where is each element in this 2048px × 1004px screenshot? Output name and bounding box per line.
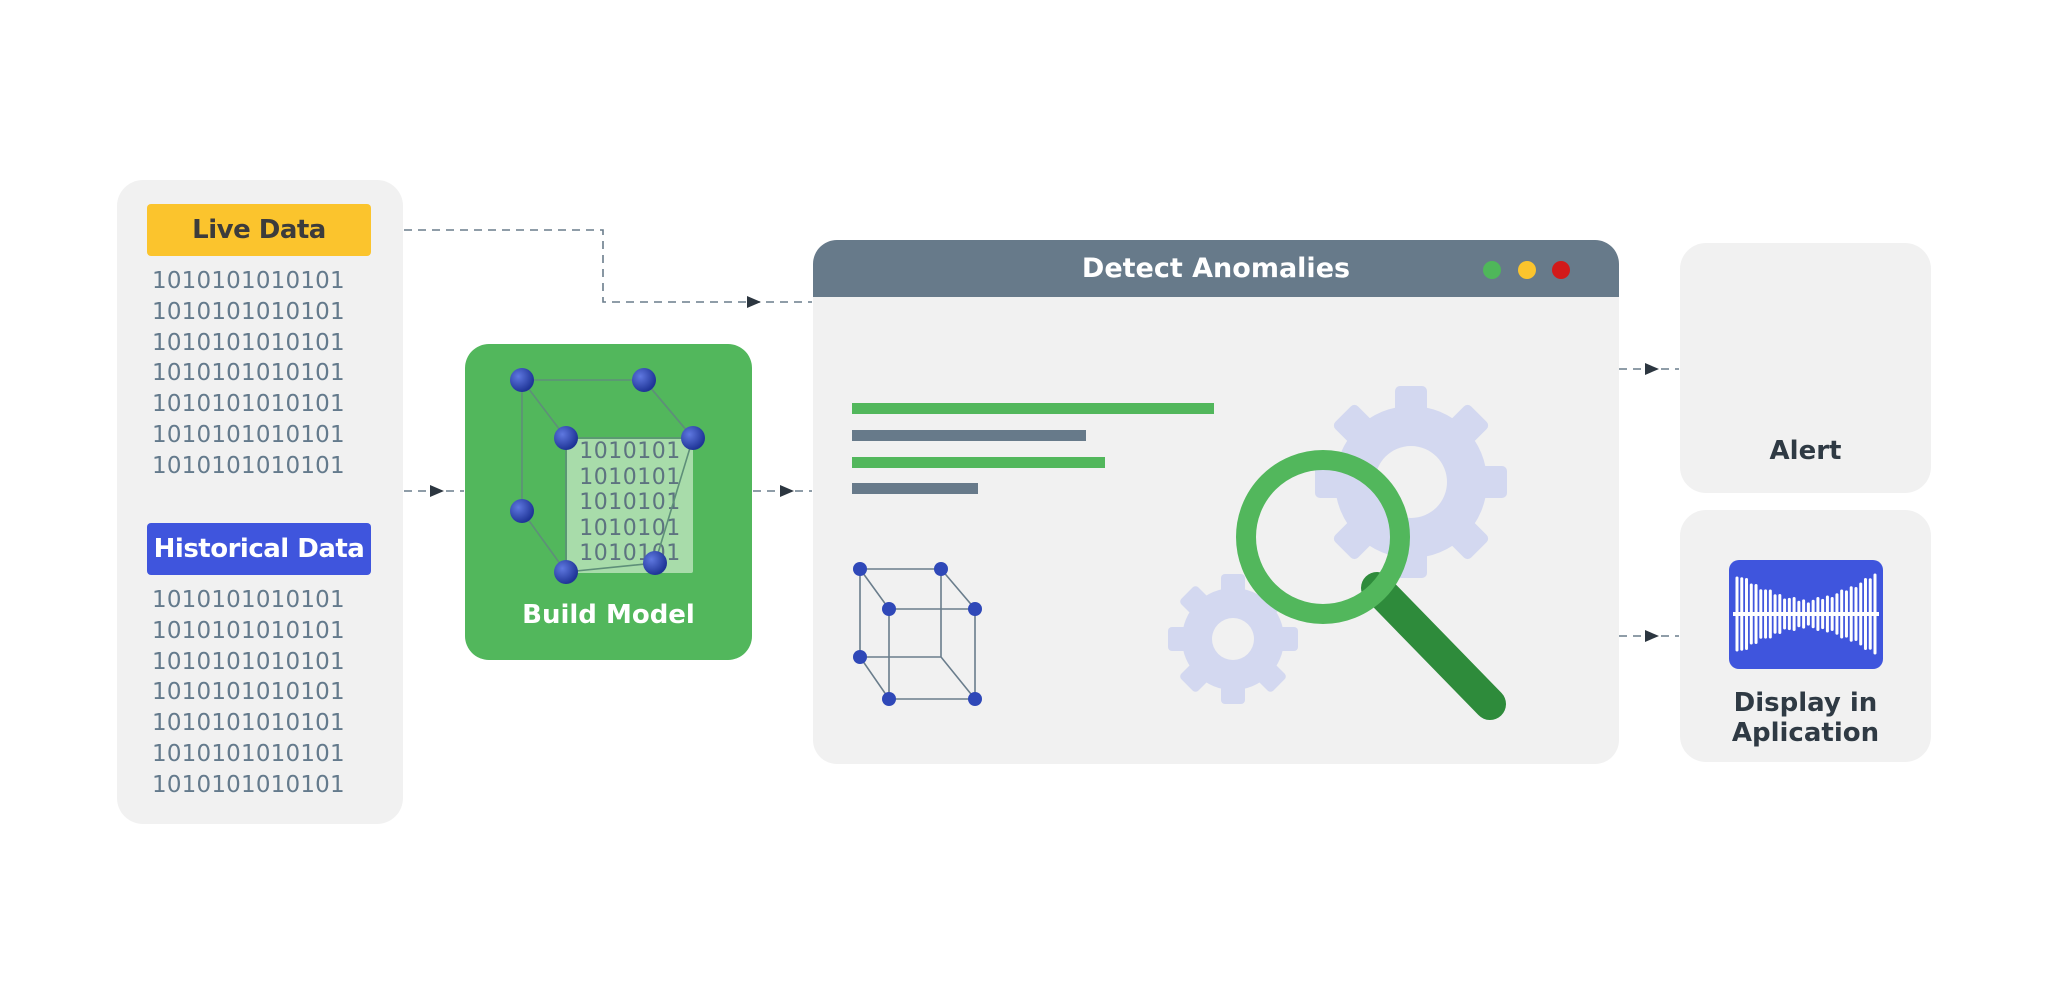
magnifier-icon	[1236, 450, 1506, 720]
arrow-right-icon	[747, 296, 761, 308]
matrix-row: 1010101	[579, 439, 681, 464]
report-bar	[852, 483, 978, 494]
binary-row: 1010101010101	[152, 679, 345, 706]
arrow-right-icon	[1645, 363, 1659, 375]
window-dot-red	[1552, 261, 1570, 279]
report-bar	[852, 403, 1214, 414]
matrix-row: 1010101	[579, 464, 681, 490]
window-dot-yellow	[1518, 261, 1536, 279]
binary-row: 1010101010101	[152, 391, 345, 418]
historical-binary-stream: 1010101010101 1010101010101 101010101010…	[152, 585, 382, 801]
binary-row: 1010101010101	[152, 771, 345, 798]
model-matrix: 1010101 1010101 1010101 1010101 1010101	[567, 439, 693, 573]
report-bar	[852, 430, 1086, 441]
binary-row: 1010101010101	[152, 710, 345, 737]
build-model-label: Build Model	[522, 600, 695, 630]
live-to-detect-connector	[404, 229, 812, 303]
display-label-line1: Display in	[1733, 688, 1878, 718]
binary-row: 1010101010101	[152, 298, 345, 325]
waveform-graphic	[1733, 573, 1879, 655]
audio-waveform-icon	[1729, 560, 1883, 669]
gear-icon	[1168, 574, 1298, 704]
binary-row: 1010101010101	[152, 268, 345, 294]
binary-row: 1010101010101	[152, 587, 345, 613]
gear-icon	[1315, 386, 1507, 578]
binary-row: 1010101010101	[152, 452, 345, 479]
report-bar	[852, 457, 1105, 468]
alert-label: Alert	[1769, 436, 1842, 466]
binary-row: 1010101010101	[152, 648, 345, 675]
matrix-row: 1010101	[579, 490, 681, 515]
cube-nodes	[853, 562, 982, 706]
display-label-line2: Aplication	[1731, 718, 1880, 748]
arrow-right-icon	[1645, 630, 1659, 642]
binary-row: 1010101010101	[152, 617, 345, 644]
binary-row: 1010101010101	[152, 740, 345, 767]
live-data-label: Live Data	[147, 204, 371, 256]
binary-row: 1010101010101	[152, 360, 345, 387]
live-binary-stream: 1010101010101 1010101010101 101010101010…	[152, 266, 382, 482]
cube-network-icon	[858, 568, 977, 700]
binary-row: 1010101010101	[152, 329, 345, 356]
window-dot-green	[1483, 261, 1501, 279]
historical-data-label: Historical Data	[147, 523, 371, 575]
binary-row: 1010101010101	[152, 421, 345, 448]
arrow-right-icon	[780, 485, 794, 497]
data-sources-panel	[117, 180, 403, 824]
arrow-right-icon	[430, 485, 444, 497]
detect-anomalies-title: Detect Anomalies	[1081, 253, 1351, 284]
alert-card	[1680, 243, 1931, 493]
display-in-application-label: Display in Aplication	[1680, 688, 1931, 748]
